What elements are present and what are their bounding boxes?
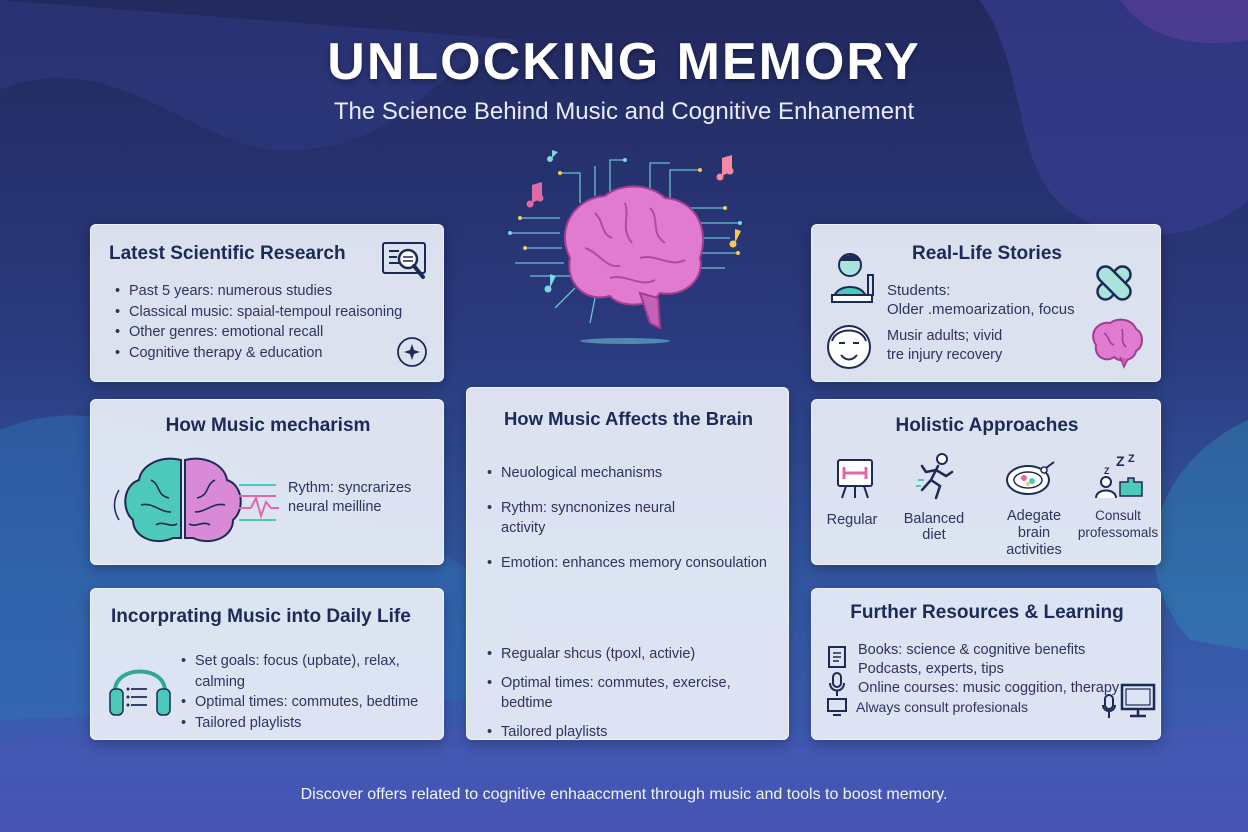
card-stories: Real-Life Stories Students: Older .memoa… — [811, 224, 1161, 382]
list-item: Tailored playlists — [485, 722, 785, 743]
card-affects-brain: How Music Affects the Brain Neuological … — [466, 387, 789, 742]
svg-text:Z: Z — [1128, 453, 1135, 465]
stories-text-3: Musir adults; vivid — [887, 328, 1003, 344]
research-magnifier-icon — [382, 242, 426, 279]
research-list: Past 5 years: numerous studies Classical… — [113, 281, 433, 363]
holistic-label-diet-1: Balanced — [903, 511, 965, 527]
list-item: Classical music: spaial-tempoul reaisoni… — [113, 302, 433, 323]
daily-list: Set goals: focus (upbate), relax, calmin… — [179, 651, 443, 733]
monitor-small-icon — [827, 698, 847, 716]
list-item: Set goals: focus (upbate), relax, calmin… — [179, 651, 443, 692]
holistic-label-regular: Regular — [826, 512, 878, 528]
card-research: Latest Scientific Research Past 5 years:… — [90, 224, 444, 382]
card-resources: Further Resources & Learning Books: scie… — [811, 588, 1161, 740]
list-item: Rythm: syncnonizes neural activity — [485, 498, 785, 539]
holistic-label-brain-1: Adegate — [1006, 508, 1062, 524]
exercise-icon — [837, 459, 873, 499]
resource-item-1: Books: science & cognitive benefits — [858, 642, 1086, 658]
holistic-label-consult-1: Consult — [1095, 508, 1141, 523]
stories-text-1: Students: — [887, 282, 951, 299]
book-icon — [828, 646, 846, 668]
stories-text-4: tre injury recovery — [887, 347, 1003, 363]
card-affects-title: How Music Affects the Brain — [503, 408, 754, 429]
card-mechanism: How Music mecharism Rythm: syncrarizes n… — [90, 399, 444, 565]
affects-list-bottom: Regualar shcus (tpoxl, activie) Optimal … — [485, 644, 785, 742]
list-item-line: Rythm: syncnonizes neural — [501, 499, 676, 516]
list-item: Optimal times: commutes, bedtime — [179, 692, 443, 713]
resource-item-2: Podcasts, experts, tips — [858, 661, 1004, 677]
card-holistic: Holistic Approaches Z Z Z Regular Balanc… — [811, 399, 1161, 565]
card-resources-title: Further Resources & Learning — [850, 602, 1124, 623]
mechanism-text-2: neural meilline — [288, 499, 382, 515]
card-holistic-title: Holistic Approaches — [895, 415, 1079, 436]
mic-computer-icon — [1102, 683, 1156, 718]
list-item: Emotion: enhances memory consoulation — [485, 553, 785, 574]
affects-list-top: Neuological mechanisms Rythm: syncnonize… — [485, 463, 785, 573]
mechanism-text-1: Rythm: syncrarizes — [288, 480, 412, 496]
bandage-icon — [1096, 265, 1132, 301]
running-icon — [916, 453, 954, 500]
holistic-label-brain-2: brain — [1017, 525, 1051, 541]
svg-text:Z: Z — [1104, 466, 1110, 476]
list-item: Past 5 years: numerous studies — [113, 281, 433, 302]
page-subtitle: The Science Behind Music and Cognitive E… — [333, 98, 915, 125]
card-daily-title: Incorprating Music into Daily Life — [111, 606, 411, 627]
list-item: Tailored playlists — [179, 713, 443, 734]
headphones-icon — [109, 669, 171, 716]
sparkle-icon — [397, 337, 427, 367]
sleep-consult-icon: Z Z Z — [1095, 453, 1143, 499]
page-title: UNLOCKING MEMORY — [327, 33, 921, 91]
resource-item-3: Online courses: music coggition, therapy — [858, 680, 1120, 696]
resource-item-4: Always consult profesionals — [856, 699, 1028, 715]
elder-face-icon — [827, 325, 871, 369]
list-item: Regualar shcus (tpoxl, activie) — [485, 644, 785, 665]
holistic-label-diet-2: diet — [922, 527, 946, 543]
brain-hero-icon — [508, 150, 742, 344]
brain-hemispheres-icon — [113, 457, 279, 543]
food-plate-icon — [1006, 461, 1055, 495]
card-research-title: Latest Scientific Research — [109, 243, 346, 264]
svg-text:Z: Z — [1116, 453, 1125, 469]
small-brain-icon — [1092, 318, 1143, 369]
footer-text: Discover offers related to cognitive enh… — [300, 786, 948, 803]
list-item: Cognitive therapy & education — [113, 343, 433, 364]
list-item: Neuological mechanisms — [485, 463, 785, 484]
microphone-icon — [829, 672, 845, 696]
card-mechanism-title: How Music mecharism — [165, 415, 371, 436]
holistic-label-consult-2: professomals — [1077, 525, 1159, 540]
card-daily-life: Incorprating Music into Daily Life Set g… — [90, 588, 444, 740]
list-item: Other genres: emotional recall — [113, 322, 433, 343]
stories-text-2: Older .memoarization, focus — [887, 301, 1075, 318]
holistic-label-brain-3: activities — [1006, 542, 1062, 558]
card-stories-title: Real-Life Stories — [912, 243, 1062, 264]
list-item-line: activity — [501, 520, 546, 536]
list-item: Optimal times: commutes, exercise, bedti… — [485, 673, 785, 714]
student-icon — [831, 253, 874, 303]
